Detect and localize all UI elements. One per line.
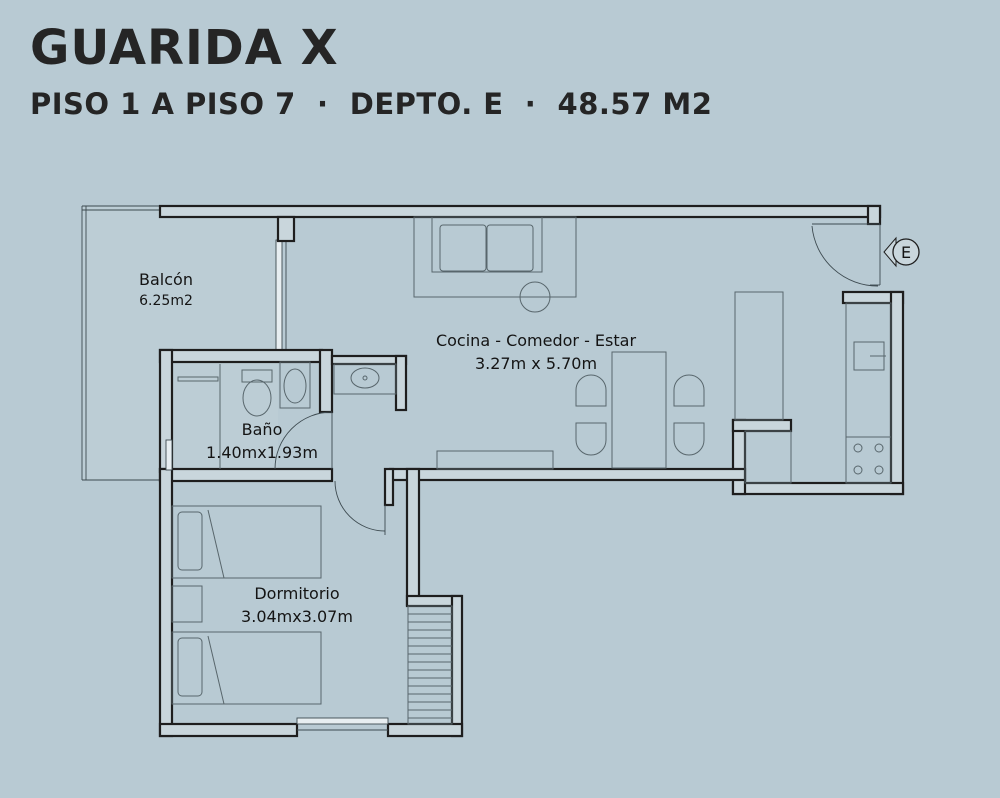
room-size-estar: 3.27m x 5.70m [475,354,597,373]
balcony [81,205,287,481]
entry-marker-icon: E [883,236,920,268]
bathroom-fixtures [177,361,397,469]
plan-title: GUARIDA X [30,20,339,76]
room-name-balcon: Balcón [139,270,193,289]
wardrobe-hangers [408,613,452,719]
room-size-balcon: 6.25m2 [139,293,193,309]
doors [274,223,881,535]
walls [158,204,905,738]
plan-subtitle: PISO 1 A PISO 7 · DEPTO. E · 48.57 M2 [30,87,713,121]
room-size-dormitorio: 3.04mx3.07m [241,607,353,626]
room-name-dormitorio: Dormitorio [254,584,339,603]
kitchen [744,302,892,484]
room-size-bano: 1.40mx1.93m [206,443,318,462]
bedroom-furniture [171,505,453,725]
room-name-estar: Cocina - Comedor - Estar [436,331,636,350]
room-name-bano: Baño [242,420,283,439]
entry-label: E [901,243,911,262]
living-furniture [413,216,784,470]
